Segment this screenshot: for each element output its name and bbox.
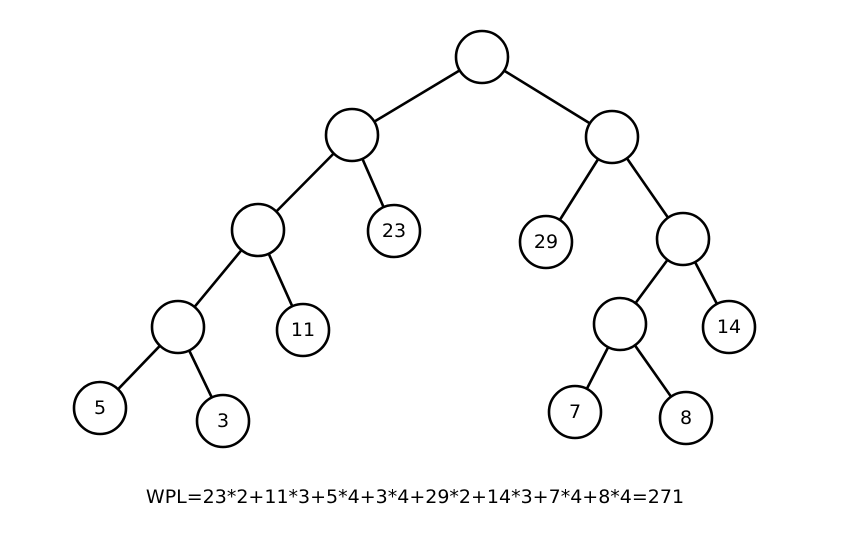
tree-edges — [116, 69, 719, 399]
tree-node-circle — [658, 390, 714, 446]
tree-edge-root-l — [372, 69, 462, 123]
tree-edge-root-r — [502, 69, 592, 125]
tree-node-circle — [324, 107, 380, 163]
tree-node-ll — [230, 202, 286, 258]
tree-node-circle — [72, 380, 128, 436]
tree-node-circle — [518, 214, 574, 270]
tree-node-circle — [547, 384, 603, 440]
tree-edge-ll-lll — [193, 248, 243, 309]
tree-node-label: 5 — [94, 397, 106, 419]
tree-node-circle — [366, 203, 422, 259]
tree-node-label: 14 — [717, 316, 741, 338]
tree-node-n14: 14 — [701, 299, 757, 355]
tree-edge-rr-rrl — [634, 258, 669, 305]
tree-node-n3: 3 — [195, 393, 251, 449]
tree-node-label: 11 — [291, 319, 315, 341]
wpl-formula: WPL=23*2+11*3+5*4+3*4+29*2+14*3+7*4+8*4=… — [145, 486, 685, 508]
tree-node-label: 29 — [534, 231, 558, 253]
tree-node-r — [584, 109, 640, 165]
tree-nodes: 23 29 11 14 5 3 7 8 — [72, 29, 757, 449]
tree-node-circle — [592, 296, 648, 352]
tree-node-rr — [655, 211, 711, 267]
tree-node-circle — [584, 109, 640, 165]
tree-node-circle — [701, 299, 757, 355]
tree-edge-r-rr — [625, 157, 670, 219]
tree-node-lll — [150, 299, 206, 355]
tree-edge-ll-n11 — [267, 252, 294, 308]
tree-edge-l-ll — [274, 152, 336, 213]
tree-node-circle — [655, 211, 711, 267]
tree-node-label: 3 — [217, 410, 229, 432]
tree-node-n11: 11 — [275, 302, 331, 358]
tree-node-root — [454, 29, 510, 85]
tree-node-circle — [275, 302, 331, 358]
tree-node-n8: 8 — [658, 390, 714, 446]
tree-node-n7: 7 — [547, 384, 603, 440]
tree-edge-l-n23 — [361, 157, 385, 209]
tree-node-label: 23 — [382, 220, 406, 242]
tree-node-l — [324, 107, 380, 163]
tree-edge-lll-n5 — [116, 344, 162, 391]
tree-node-circle — [150, 299, 206, 355]
tree-node-n29: 29 — [518, 214, 574, 270]
tree-node-circle — [454, 29, 510, 85]
tree-edge-rrl-n7 — [585, 345, 610, 391]
tree-edge-lll-n3 — [187, 349, 214, 399]
tree-edge-rr-n14 — [693, 260, 719, 306]
tree-node-circle — [195, 393, 251, 449]
tree-node-n5: 5 — [72, 380, 128, 436]
tree-node-n23: 23 — [366, 203, 422, 259]
tree-edge-rrl-n8 — [633, 343, 673, 399]
tree-node-rrl — [592, 296, 648, 352]
tree-node-label: 8 — [680, 407, 692, 429]
tree-node-label: 7 — [569, 401, 581, 423]
tree-node-circle — [230, 202, 286, 258]
tree-edge-r-n29 — [558, 157, 600, 222]
